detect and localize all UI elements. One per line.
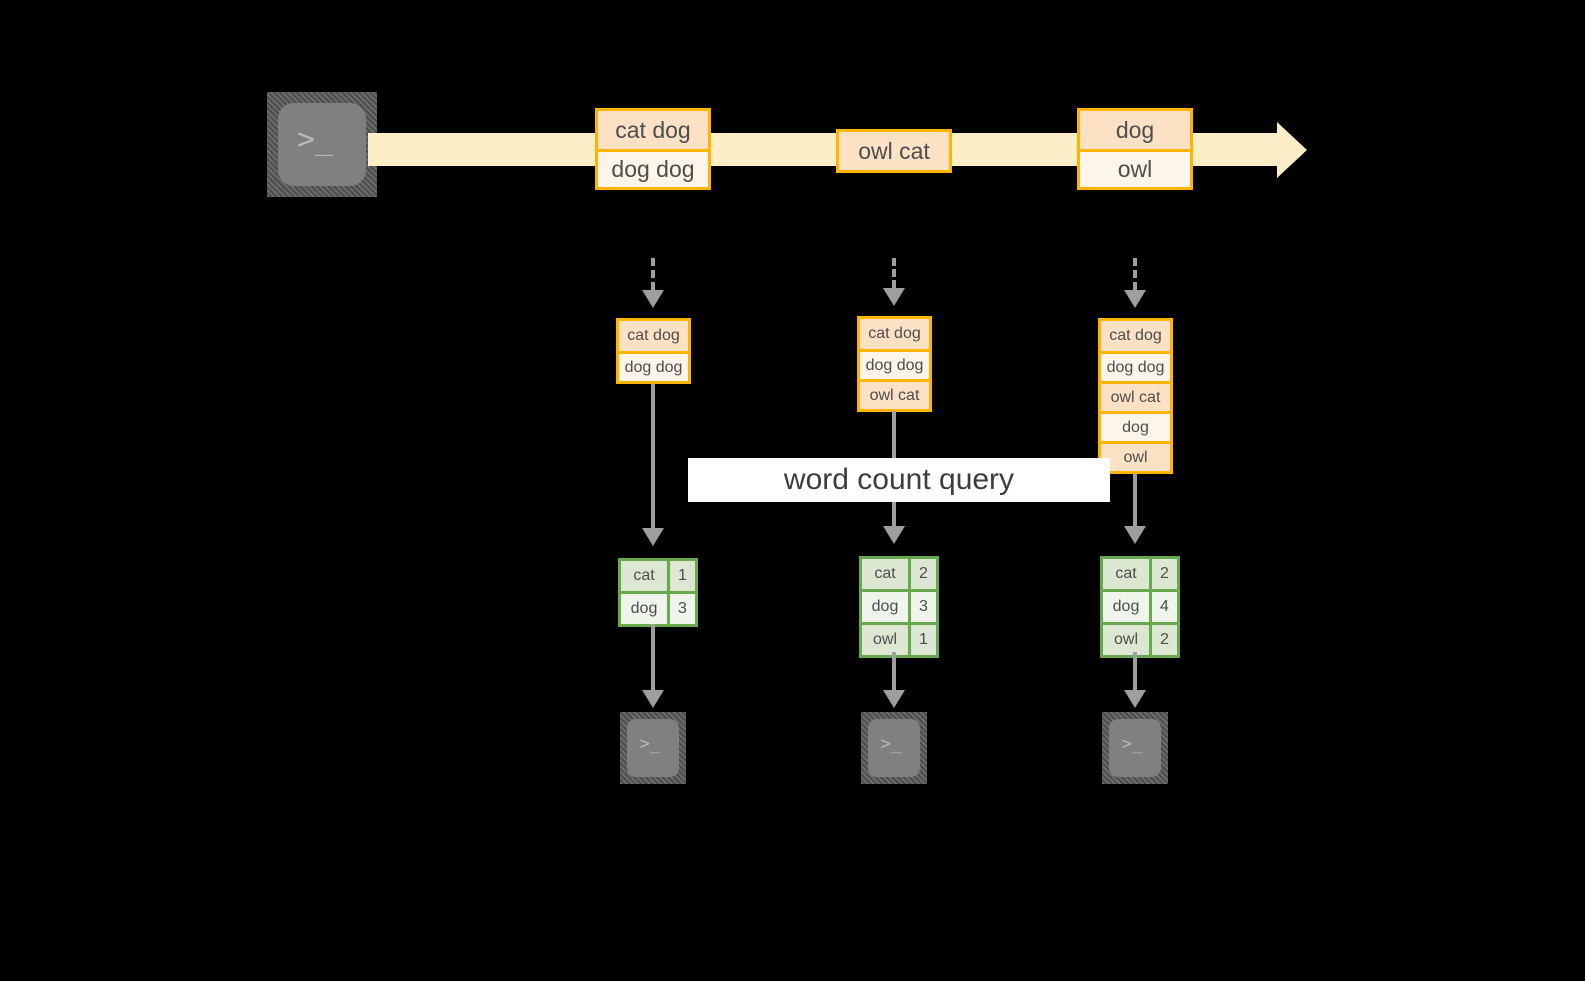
result-count: 4: [1149, 592, 1177, 622]
query-label-banner: word count query: [688, 458, 1110, 502]
ingest-connector-line: [892, 258, 896, 288]
down-arrow-icon: [642, 690, 664, 708]
stream-record-line: owl: [1080, 149, 1190, 187]
buffer-line: owl: [1101, 441, 1170, 471]
result-count: 3: [908, 592, 936, 622]
buffer-line: owl cat: [860, 379, 929, 409]
stream-record: owl cat: [836, 129, 952, 173]
terminal-screen: [278, 103, 366, 186]
buffer-line: dog: [1101, 411, 1170, 441]
stream-record-line: dog: [1080, 111, 1190, 149]
result-table: cat 2 dog 3 owl 1: [859, 556, 939, 658]
stream-record-line: cat dog: [598, 111, 708, 149]
result-row: dog 4: [1103, 589, 1177, 622]
dashed-down-arrow-icon: [883, 288, 905, 306]
result-word: cat: [1103, 559, 1149, 589]
stream-record: dog owl: [1077, 108, 1193, 190]
result-word: owl: [862, 625, 908, 655]
source-terminal-icon: >_: [267, 92, 377, 197]
buffer-box: cat dog dog dog owl cat: [857, 316, 932, 412]
result-word: cat: [621, 561, 667, 591]
stream-arrow-head-icon: [1277, 122, 1307, 178]
result-word: dog: [621, 594, 667, 624]
result-row: cat 1: [621, 561, 695, 591]
result-row: cat 2: [862, 559, 936, 589]
buffer-line: cat dog: [1101, 321, 1170, 351]
result-table: cat 2 dog 4 owl 2: [1100, 556, 1180, 658]
buffer-line: dog dog: [860, 349, 929, 379]
terminal-prompt-glyph: >_: [1121, 733, 1143, 754]
query-connector-line: [1133, 474, 1137, 528]
result-count: 2: [1149, 559, 1177, 589]
down-arrow-icon: [883, 526, 905, 544]
sink-terminal-icon: >_: [620, 712, 686, 784]
sink-terminal-icon: >_: [861, 712, 927, 784]
terminal-screen: [868, 719, 920, 777]
result-count: 2: [1149, 625, 1177, 655]
result-row: cat 2: [1103, 559, 1177, 589]
ingest-connector-line: [1133, 258, 1137, 290]
result-word: cat: [862, 559, 908, 589]
sink-connector-line: [892, 652, 896, 692]
buffer-line: dog dog: [1101, 351, 1170, 381]
down-arrow-icon: [883, 690, 905, 708]
buffer-line: cat dog: [860, 319, 929, 349]
down-arrow-icon: [642, 528, 664, 546]
result-word: dog: [862, 592, 908, 622]
dashed-down-arrow-icon: [642, 290, 664, 308]
sink-connector-line: [1133, 652, 1137, 692]
down-arrow-icon: [1124, 526, 1146, 544]
stream-record-line: owl cat: [839, 132, 949, 170]
sink-terminal-icon: >_: [1102, 712, 1168, 784]
buffer-line: cat dog: [619, 321, 688, 351]
query-connector-line: [651, 384, 655, 530]
result-row: dog 3: [862, 589, 936, 622]
result-row: dog 3: [621, 591, 695, 624]
dashed-down-arrow-icon: [1124, 290, 1146, 308]
buffer-box: cat dog dog dog owl cat dog owl: [1098, 318, 1173, 474]
terminal-prompt-glyph: >_: [296, 121, 334, 157]
down-arrow-icon: [1124, 690, 1146, 708]
result-row: owl 2: [1103, 622, 1177, 655]
terminal-prompt-glyph: >_: [880, 733, 902, 754]
result-word: owl: [1103, 625, 1149, 655]
result-word: dog: [1103, 592, 1149, 622]
stream-record-line: dog dog: [598, 149, 708, 187]
sink-connector-line: [651, 624, 655, 692]
result-table: cat 1 dog 3: [618, 558, 698, 627]
result-count: 3: [667, 594, 695, 624]
query-label-text: word count query: [783, 463, 1015, 496]
stream-record: cat dog dog dog: [595, 108, 711, 190]
ingest-connector-line: [651, 258, 655, 290]
buffer-line: dog dog: [619, 351, 688, 381]
result-row: owl 1: [862, 622, 936, 655]
result-count: 1: [667, 561, 695, 591]
result-count: 2: [908, 559, 936, 589]
terminal-screen: [1109, 719, 1161, 777]
terminal-screen: [627, 719, 679, 777]
terminal-prompt-glyph: >_: [639, 733, 661, 754]
result-count: 1: [908, 625, 936, 655]
buffer-line: owl cat: [1101, 381, 1170, 411]
buffer-box: cat dog dog dog: [616, 318, 691, 384]
